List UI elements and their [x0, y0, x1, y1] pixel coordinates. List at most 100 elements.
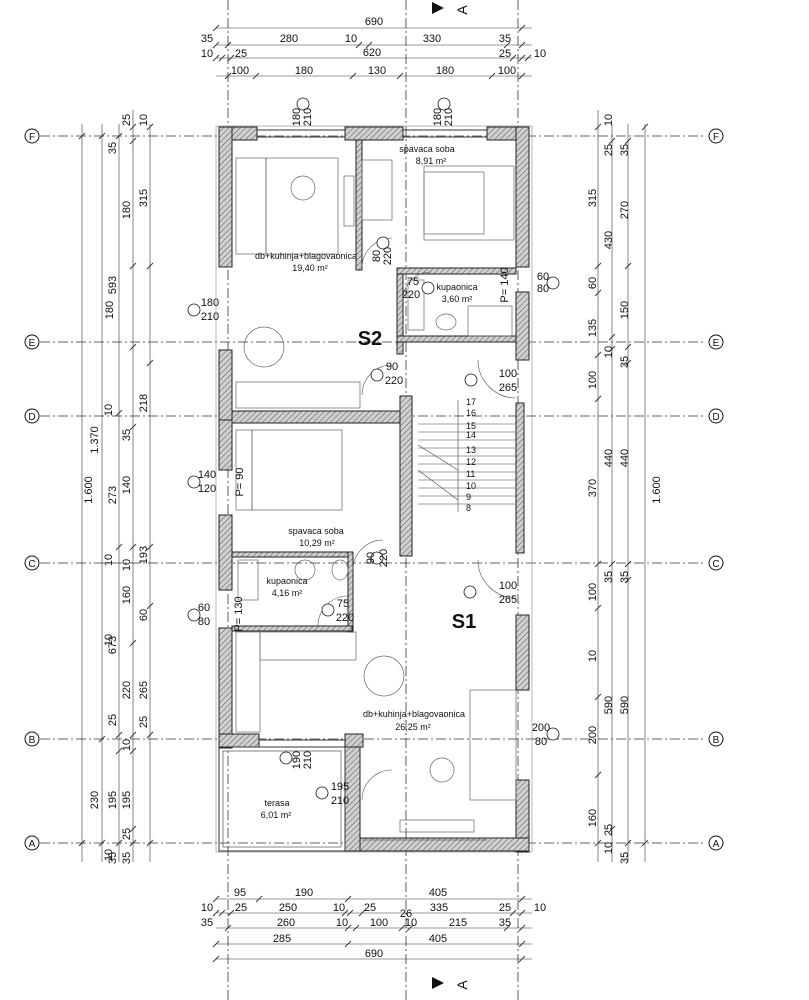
left-dim-c3-1: 593 — [107, 276, 119, 294]
section-label-bottom: A — [454, 980, 470, 990]
room-area-2: 3,60 m² — [442, 294, 473, 304]
top-dim-r3-2: 620 — [363, 47, 381, 59]
left-dim-c5-5: 265 — [138, 681, 150, 699]
left-dim-c4-2: 35 — [121, 429, 133, 441]
opening-5-top: 60 — [537, 271, 549, 283]
top-dim-r4-0: 100 — [231, 65, 249, 77]
right-dim-c2-4: 440 — [603, 449, 615, 467]
right-dim-c2-0: 25 — [603, 144, 615, 156]
bottom-dim-r3-5: 215 — [449, 917, 467, 929]
left-dim-c4b-2: 10 — [103, 404, 115, 416]
left-dim-c5-4: 60 — [138, 609, 150, 621]
room-name-5: db+kuhinja+blagovaonica — [363, 709, 465, 719]
room-name-0: db+kuhinja+blagovaonica — [255, 251, 357, 261]
room-name-3: spavaca soba — [288, 526, 344, 536]
unit-label-s2: S2 — [358, 328, 382, 350]
left-dim-c4-0: 25 — [121, 114, 133, 126]
bottom-dim-r4-1: 405 — [429, 933, 447, 945]
top-dimensions — [212, 24, 532, 80]
axis-bubbles-left: F E D C B A — [24, 128, 40, 851]
opening-1-top: 180 — [432, 108, 444, 126]
opening-8-top: 140 — [198, 469, 216, 481]
opening-markers — [187, 97, 560, 800]
left-dim-c4-9: 195 — [121, 791, 133, 809]
right-dim-c1-2: 60 — [587, 277, 599, 289]
left-dim-c5-1: 315 — [138, 189, 150, 207]
opening-0-top: 180 — [291, 108, 303, 126]
opening-8-bottom: 120 — [198, 483, 216, 495]
top-dim-r3-3: 25 — [499, 48, 511, 60]
top-dim-total: 690 — [365, 16, 383, 28]
right-dim-c1-9: 10 — [587, 650, 599, 662]
section-label-top: A — [454, 5, 470, 15]
right-dim-c1-4: 100 — [587, 371, 599, 389]
opening-6-bottom: 220 — [385, 375, 403, 387]
opening-11-bottom: 80 — [198, 616, 210, 628]
top-dim-r4-1: 180 — [295, 65, 313, 77]
left-dim-c3-extra: 180 — [104, 301, 116, 319]
top-dim-r2-0: 35 — [201, 33, 213, 45]
opening-10-top: 100 — [499, 580, 517, 592]
bottom-dim-r3-3: 100 — [370, 917, 388, 929]
axis-label-e-left: E — [29, 338, 36, 349]
bottom-dim-r2-4: 25 — [364, 902, 376, 914]
opening-14-bottom: 210 — [302, 751, 314, 769]
section-marker-top: A — [432, 2, 470, 15]
opening-9-top: 90 — [365, 552, 377, 564]
room-area-4: 4,16 m² — [272, 588, 303, 598]
room-name-4: kupaonica — [266, 576, 307, 586]
left-dim-c4-8: 25 — [121, 828, 133, 840]
bottom-dim-r2-1: 25 — [235, 902, 247, 914]
room-name-6: terasa — [264, 798, 289, 808]
left-dim-c5-2: 218 — [138, 394, 150, 412]
bottom-dim-r2b: 26 — [400, 908, 412, 920]
axis-label-a-right: A — [713, 839, 720, 850]
opening-4-top: 75 — [407, 276, 419, 288]
stair-step-6: 11 — [466, 469, 475, 479]
bottom-dim-r1-0: 95 — [234, 887, 246, 899]
top-dim-r2-2: 10 — [345, 33, 357, 45]
left-dim-c4-10: 35 — [121, 852, 133, 864]
right-dim-c2-3: 10 — [603, 842, 615, 854]
axis-label-e-right: E — [713, 338, 720, 349]
axis-bubbles-right: F E D C B A — [708, 128, 724, 851]
bottom-dim-r3-6: 35 — [499, 917, 511, 929]
right-dim-c1-5: 370 — [587, 479, 599, 497]
axis-label-a-left: A — [29, 839, 36, 850]
section-marker-bottom: A — [432, 977, 470, 990]
opening-15-bottom: 210 — [331, 795, 349, 807]
left-dim-c3-2: 273 — [107, 486, 119, 504]
left-dimensions — [78, 110, 154, 862]
axis-label-d-left: D — [28, 412, 35, 423]
right-dim-c3-4: 440 — [619, 449, 631, 467]
right-dim-c1-6: 100 — [587, 583, 599, 601]
opening-0-bottom: 210 — [302, 108, 314, 126]
stair-step-3: 14 — [466, 430, 476, 440]
right-dim-c2-7: 25 — [603, 824, 615, 836]
left-dim-c4-6: 220 — [121, 681, 133, 699]
top-dim-r2-3: 330 — [423, 33, 441, 45]
opening-3-top: 180 — [201, 297, 219, 309]
furniture — [235, 157, 517, 833]
right-dim-c1-1: 315 — [587, 189, 599, 207]
opening-15-top: 195 — [331, 781, 349, 793]
stair-step-2: 15 — [466, 421, 476, 431]
unit-label-s1: S1 — [452, 611, 476, 633]
opening-2-bottom: 220 — [382, 247, 394, 265]
bottom-dim-r3-0: 35 — [201, 917, 213, 929]
opening-12-bottom: 220 — [336, 612, 354, 624]
left-dim-c3-4: 25 — [107, 714, 119, 726]
left-dim-c4-3: 140 — [121, 476, 133, 494]
left-dim-c4-4: 10 — [121, 559, 133, 571]
opening-10-bottom: 265 — [499, 594, 517, 606]
room-area-6: 6,01 m² — [261, 810, 292, 820]
opening-13-top: 200 — [532, 722, 550, 734]
opening-11-top: 60 — [198, 602, 210, 614]
stair-step-8: 9 — [466, 492, 471, 502]
right-dim-c2-1: 430 — [603, 231, 615, 249]
axis-label-d-right: D — [712, 412, 719, 423]
left-dim-c3-3: 673 — [107, 636, 119, 654]
bottom-dim-r4-0: 285 — [273, 933, 291, 945]
opening-labels: 180 210 180 210 80 220 180 210 75 220 60… — [198, 108, 550, 807]
axis-label-c-left: C — [28, 559, 35, 570]
